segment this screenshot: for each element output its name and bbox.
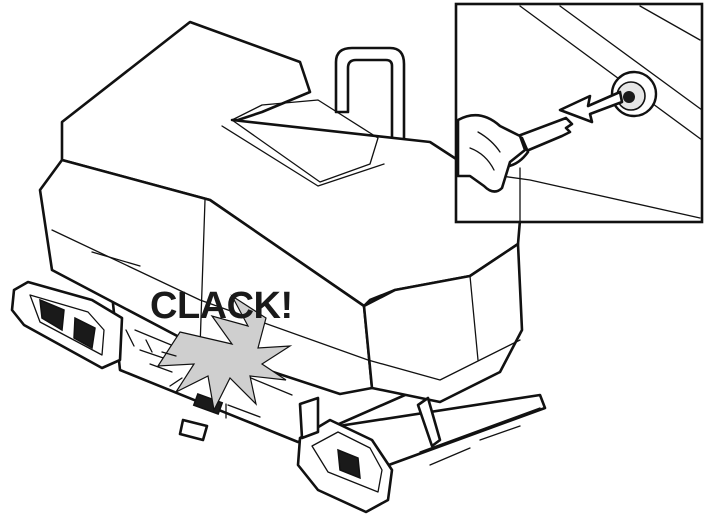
hand (456, 113, 527, 193)
storage-box (38, 20, 524, 448)
detail-inset (454, 2, 704, 224)
right-tail-light (296, 418, 394, 514)
arrow-left-icon (558, 90, 624, 124)
left-tail-light (10, 280, 124, 370)
lock-cylinder-icon (610, 70, 658, 118)
impact-burst-icon (156, 294, 293, 419)
clack-sound-label: CLACK! (150, 285, 293, 327)
